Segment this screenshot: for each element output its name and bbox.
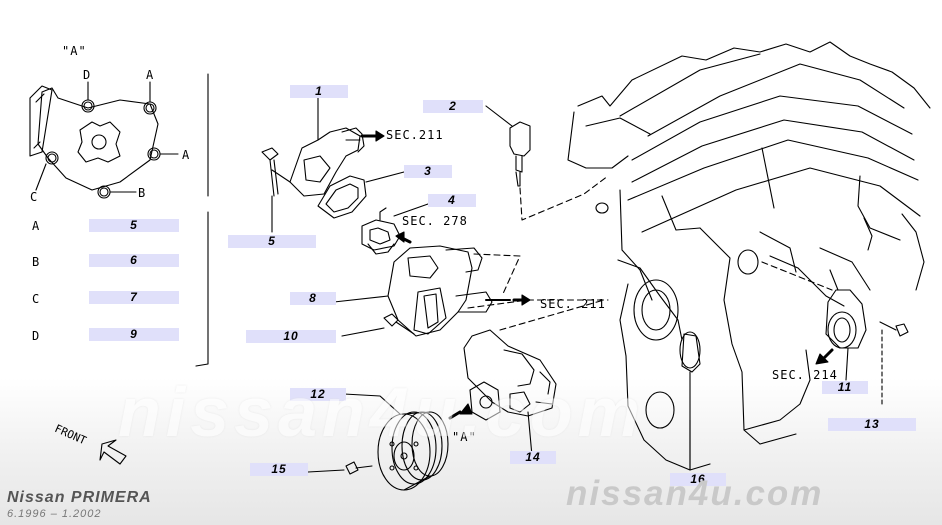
part-label-6[interactable]: 6	[89, 254, 179, 267]
part-label-3[interactable]: 3	[404, 165, 452, 178]
front-arrow	[99, 439, 127, 465]
part-label-16[interactable]: 16	[670, 473, 726, 486]
bolt-13	[879, 321, 909, 405]
thermostat-housing	[289, 97, 385, 197]
side-letter-a: A	[32, 219, 40, 233]
inset-letter-a-right: A	[182, 148, 191, 162]
inset-letter-d: D	[83, 68, 92, 82]
watermark-small: nissan4u.com	[566, 474, 824, 513]
part-label-1[interactable]: 1	[290, 85, 348, 98]
part-label-11[interactable]: 11	[822, 381, 868, 394]
bolt-5	[261, 147, 291, 233]
water-inlet-8	[333, 245, 531, 337]
watermark-large: nissan4u.com	[118, 373, 645, 451]
part-label-4[interactable]: 4	[428, 194, 476, 207]
part-label-13[interactable]: 13	[828, 418, 916, 431]
inset-letter-a-top: A	[146, 68, 155, 82]
inset-view-a	[29, 73, 209, 367]
sec-278-ref[interactable]: SEC. 278	[402, 214, 468, 228]
production-date-range: 6.1996 – 1.2002	[7, 508, 102, 520]
part-label-5-side[interactable]: 5	[89, 219, 179, 232]
sec-211-top-ref[interactable]: SEC.211	[386, 128, 444, 142]
part-label-7[interactable]: 7	[89, 291, 179, 304]
gasket-3	[317, 171, 405, 219]
thermostat-4	[361, 203, 429, 255]
pulley-12	[343, 393, 449, 491]
part-label-15[interactable]: 15	[250, 463, 308, 476]
side-letter-b: B	[32, 255, 40, 269]
part-label-14[interactable]: 14	[510, 451, 556, 464]
bolt-15	[307, 461, 373, 475]
view-a-callout: "A"	[452, 430, 477, 444]
bolt-10	[341, 313, 415, 337]
side-letter-d: D	[32, 329, 40, 343]
side-letter-c: C	[32, 292, 40, 306]
inset-letter-c: C	[30, 190, 39, 204]
vehicle-model: Nissan PRIMERA	[7, 489, 152, 506]
part-label-5[interactable]: 5	[228, 235, 316, 248]
temp-sensor-2	[485, 105, 531, 187]
part-label-10[interactable]: 10	[246, 330, 336, 343]
part-label-2[interactable]: 2	[423, 100, 483, 113]
sec-211-mid-ref[interactable]: SEC. 211	[540, 297, 606, 311]
inset-view-title: "A"	[62, 44, 87, 58]
sec-214-ref[interactable]: SEC. 214	[772, 368, 838, 382]
water-outlet-11	[815, 289, 867, 381]
water-pump-14	[448, 329, 557, 457]
part-label-8[interactable]: 8	[290, 292, 336, 305]
dashed-connections	[467, 175, 833, 331]
inset-letter-b: B	[138, 186, 147, 200]
part-label-9[interactable]: 9	[89, 328, 179, 341]
part-label-12[interactable]: 12	[290, 388, 346, 401]
